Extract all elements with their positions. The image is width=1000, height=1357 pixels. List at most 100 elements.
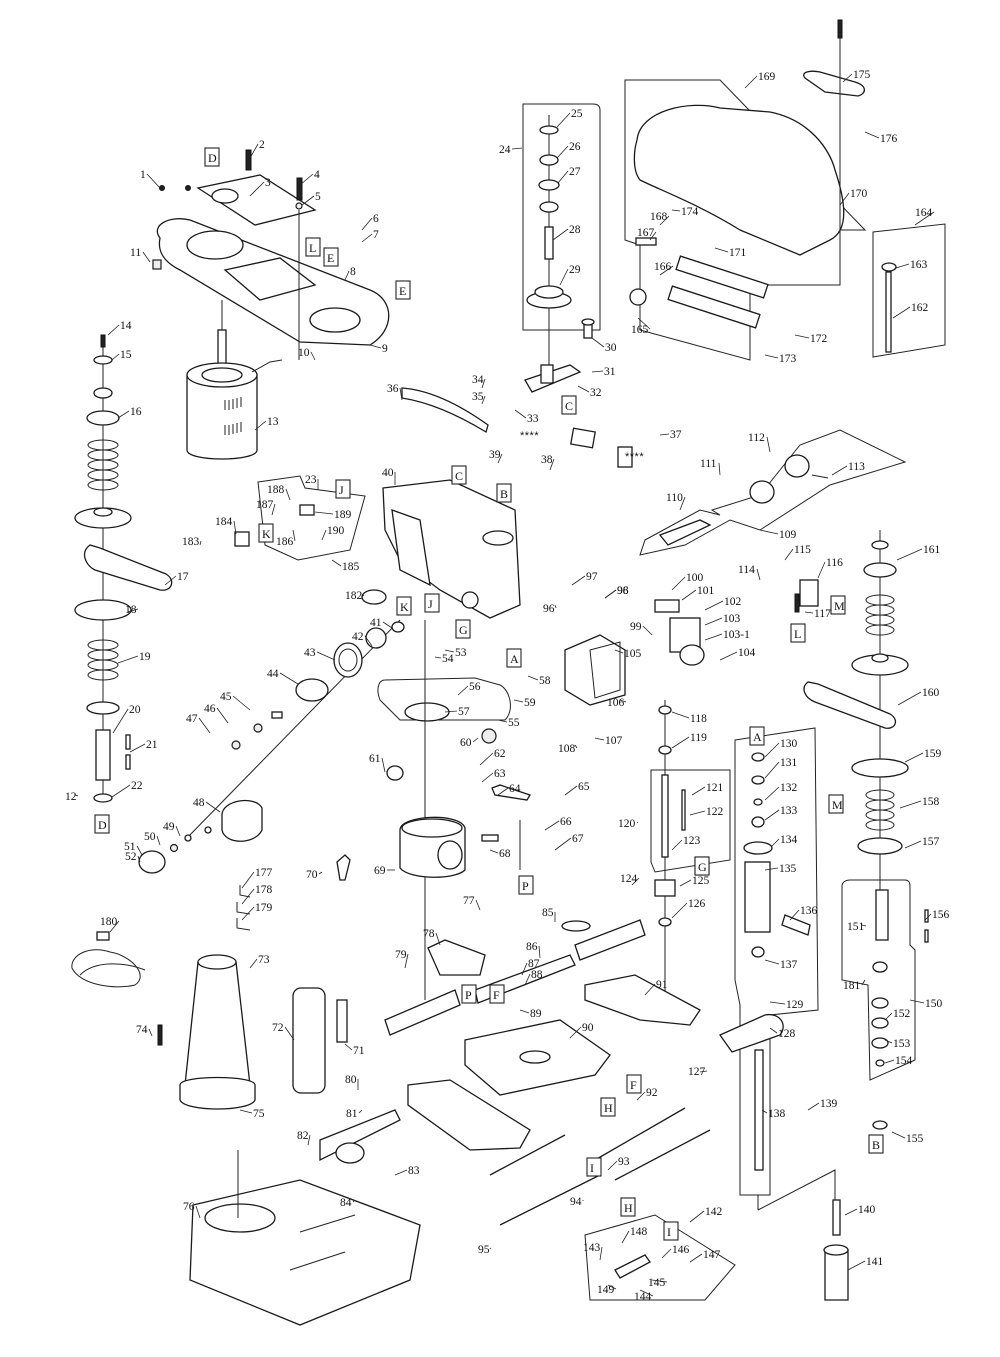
chuck-top — [823, 1244, 849, 1256]
leader-50 — [156, 835, 161, 846]
callout-122: 122 — [706, 806, 724, 818]
callout-80: 80 — [345, 1074, 357, 1086]
callout-40: 40 — [382, 467, 394, 479]
washer — [658, 917, 672, 927]
callout-2: 2 — [259, 139, 265, 151]
leader-151 — [861, 924, 867, 927]
callout-115: 115 — [794, 544, 811, 556]
callout-172: 172 — [810, 333, 828, 345]
callout-63: 63 — [494, 768, 506, 780]
callout-128: 128 — [778, 1028, 796, 1040]
connector-tag-e: E — [323, 247, 339, 267]
callout-22: 22 — [131, 780, 143, 792]
feed-hub — [221, 799, 263, 842]
leader-112 — [766, 436, 771, 453]
tag-letter: D — [208, 151, 217, 165]
callout-45: 45 — [220, 691, 232, 703]
tag-letter: P — [465, 988, 472, 1002]
head-side — [391, 509, 431, 587]
callout-48: 48 — [193, 797, 205, 809]
leader-157 — [904, 840, 922, 849]
tag-box — [395, 280, 411, 300]
callout-100: 100 — [686, 572, 704, 584]
label-mark: **** — [625, 451, 644, 463]
tag-box — [489, 984, 505, 1004]
callout-43: 43 — [304, 647, 316, 659]
tag-box — [451, 465, 467, 485]
tag-letter: G — [698, 860, 707, 874]
callout-57: 57 — [458, 706, 470, 718]
leader-147 — [689, 1253, 703, 1263]
callout-161: 161 — [923, 544, 941, 556]
callout-177: 177 — [255, 867, 273, 879]
callout-38: 38 — [541, 454, 553, 466]
connector-tag-m: M — [830, 595, 846, 615]
callout-189: 189 — [334, 509, 352, 521]
leader-166 — [659, 265, 674, 276]
leader-59 — [513, 699, 524, 703]
leader-111 — [718, 462, 721, 476]
tag-letter: H — [604, 1101, 613, 1115]
callout-54: 54 — [442, 653, 454, 665]
motor-bracket — [196, 174, 317, 226]
tag-letter: J — [428, 597, 433, 611]
arc-guard — [401, 387, 489, 433]
callout-49: 49 — [163, 821, 175, 833]
callout-26: 26 — [569, 141, 581, 153]
callout-77: 77 — [463, 895, 475, 907]
callout-169: 169 — [758, 71, 776, 83]
leader-70 — [318, 871, 323, 875]
laser-module — [299, 504, 315, 516]
callout-87: 87 — [528, 958, 540, 970]
leader-153 — [884, 1039, 893, 1044]
leader-186 — [292, 529, 296, 542]
leader-159 — [904, 752, 924, 763]
nut — [751, 752, 765, 762]
base — [189, 1179, 421, 1326]
callout-73: 73 — [258, 954, 270, 966]
label-mark: **** — [520, 430, 539, 442]
leader-68 — [489, 849, 499, 854]
tag-letter: P — [522, 879, 529, 893]
tag-letter: J — [339, 483, 344, 497]
connector-tag-h: H — [600, 1097, 616, 1117]
tag-box — [506, 648, 522, 668]
tag-letter: G — [459, 623, 468, 637]
callout-149: 149 — [597, 1284, 615, 1296]
leader-103-1 — [704, 633, 723, 641]
leader-97 — [571, 575, 586, 586]
quill — [744, 861, 771, 933]
tag-letter: C — [565, 399, 573, 413]
leader-179 — [241, 906, 255, 921]
tag-box — [561, 395, 577, 415]
callout-98: 98 — [617, 585, 629, 597]
callout-112: 112 — [748, 432, 765, 444]
callout-18: 18 — [125, 604, 137, 616]
leader-136 — [789, 909, 800, 921]
spindle — [754, 1049, 764, 1171]
leader-88 — [524, 973, 531, 986]
tag-box — [305, 237, 321, 257]
leader-34 — [481, 378, 486, 389]
tag-box — [828, 794, 844, 814]
connector-tag-p2: P — [461, 984, 477, 1004]
callout-33: 33 — [527, 413, 539, 425]
leader-36 — [399, 387, 403, 401]
callout-5: 5 — [315, 191, 321, 203]
tag-box — [323, 247, 339, 267]
callout-28: 28 — [569, 224, 581, 236]
bracket-boss — [437, 840, 463, 870]
callout-140: 140 — [858, 1204, 876, 1216]
tag-box — [335, 479, 351, 499]
callout-72: 72 — [272, 1022, 284, 1034]
tag-letter: K — [262, 527, 271, 541]
callout-124: 124 — [620, 873, 638, 885]
pulley-hub — [871, 653, 889, 663]
bushing — [658, 745, 672, 755]
leader-129 — [769, 1001, 786, 1005]
plate-mount — [223, 257, 317, 301]
leader-72 — [284, 1026, 295, 1041]
leader-81 — [358, 1109, 363, 1114]
screw-head — [185, 185, 191, 191]
callout-25: 25 — [571, 108, 583, 120]
